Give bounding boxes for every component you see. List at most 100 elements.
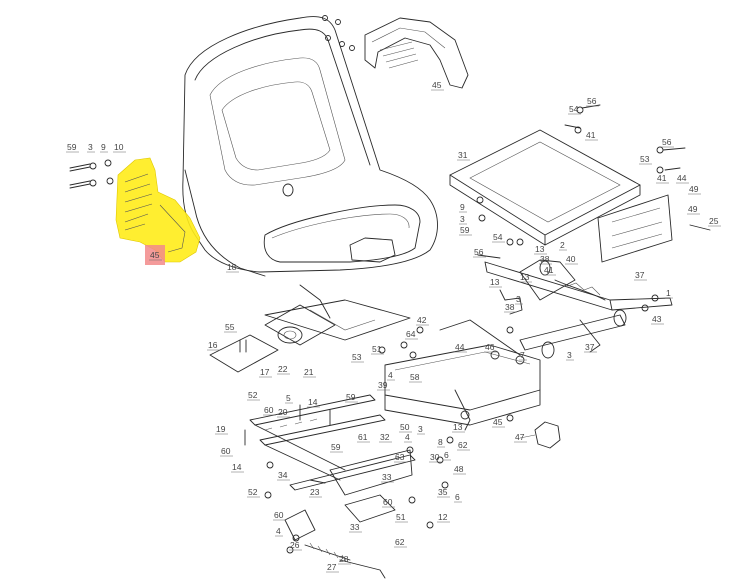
part-label: 27: [327, 562, 337, 572]
part-label: 44: [677, 173, 687, 183]
part-label: 13: [490, 277, 500, 287]
part-label: 47: [515, 432, 525, 442]
part-label: 13: [520, 272, 530, 282]
part-label: 48: [454, 464, 464, 474]
part-label: 53: [352, 352, 362, 362]
part-label: 59: [460, 225, 470, 235]
part-label: 44: [455, 342, 465, 352]
part-label: 59: [346, 392, 356, 402]
return-spring: [304, 542, 386, 579]
part-label: 3: [418, 424, 423, 434]
left-screws: [69, 159, 114, 189]
part-label: 10: [114, 142, 124, 152]
part-label: 46: [485, 342, 495, 352]
part-label: 45: [150, 250, 160, 260]
part-label: 52: [248, 390, 258, 400]
part-label: 12: [438, 512, 448, 522]
part-label: 45: [432, 80, 442, 90]
part-label: 42: [417, 315, 427, 325]
part-label: 7: [520, 350, 525, 360]
base-plate: [449, 129, 641, 246]
part-label: 62: [458, 440, 468, 450]
seat-shell: [182, 16, 438, 319]
part-label: 2: [560, 240, 565, 250]
part-label: 59: [67, 142, 77, 152]
part-label: 40: [566, 254, 576, 264]
part-label: 53: [640, 154, 650, 164]
part-label: 3: [460, 214, 465, 224]
seat-handle-assembly: [322, 15, 469, 89]
highlighted-side-cover[interactable]: [115, 157, 201, 265]
part-label: 45: [493, 417, 503, 427]
part-label: 54: [569, 104, 579, 114]
part-label: 21: [304, 367, 314, 377]
part-label: 54: [493, 232, 503, 242]
part-label: 26: [290, 540, 300, 550]
bracket-21: [264, 299, 411, 341]
part-label: 56: [587, 96, 597, 106]
part-label: 37: [585, 342, 595, 352]
part-label: 39: [378, 380, 388, 390]
part-label: 1: [666, 288, 671, 298]
adjustment-knob[interactable]: [519, 421, 561, 449]
part-label: 17: [260, 367, 270, 377]
part-label: 20: [278, 407, 288, 417]
part-label: 33: [350, 522, 360, 532]
part-label: 3: [567, 350, 572, 360]
slide-rails: [249, 394, 416, 541]
part-label: 63: [395, 452, 405, 462]
part-label: 58: [410, 372, 420, 382]
mount-plate: [209, 304, 336, 373]
part-label: 32: [380, 432, 390, 442]
part-label: 13: [453, 422, 463, 432]
part-label: 14: [308, 397, 318, 407]
part-label: 49: [689, 184, 699, 194]
part-label: 13: [535, 244, 545, 254]
part-label: 3: [88, 142, 93, 152]
fasteners: [244, 104, 711, 554]
part-label: 64: [406, 329, 416, 339]
part-label: 28: [339, 554, 349, 564]
part-label: 33: [382, 472, 392, 482]
part-label: 61: [358, 432, 368, 442]
part-label: 8: [438, 437, 443, 447]
part-label: 62: [395, 537, 405, 547]
part-label: 4: [388, 370, 393, 380]
scissor-frame: [384, 319, 541, 431]
part-label: 41: [586, 130, 596, 140]
part-label: 60: [274, 510, 284, 520]
part-label: 37: [635, 270, 645, 280]
part-label: 30: [430, 452, 440, 462]
part-label: 43: [652, 314, 662, 324]
part-label: 22: [278, 364, 288, 374]
part-label: 60: [264, 405, 274, 415]
part-label: 3: [516, 294, 521, 304]
part-label: 41: [657, 173, 667, 183]
part-label: 23: [310, 487, 320, 497]
part-label: 6: [455, 492, 460, 502]
part-label: 18: [227, 262, 237, 272]
part-label: 9: [460, 202, 465, 212]
part-label: 4: [405, 432, 410, 442]
part-label: 60: [383, 497, 393, 507]
part-label: 34: [278, 470, 288, 480]
part-label: 5: [286, 393, 291, 403]
side-bracket: [597, 194, 673, 263]
part-label: 9: [101, 142, 106, 152]
part-label: 14: [232, 462, 242, 472]
part-label: 51: [396, 512, 406, 522]
part-label: 4: [276, 526, 281, 536]
part-label: 56: [662, 137, 672, 147]
part-label: 50: [400, 422, 410, 432]
part-label: 56: [474, 247, 484, 257]
part-label: 59: [331, 442, 341, 452]
part-label: 52: [248, 487, 258, 497]
part-label: 6: [444, 450, 449, 460]
part-label: 38: [505, 302, 515, 312]
part-label: 19: [216, 424, 226, 434]
part-label: 31: [458, 150, 468, 160]
part-label: 35: [438, 487, 448, 497]
part-label: 38: [540, 254, 550, 264]
